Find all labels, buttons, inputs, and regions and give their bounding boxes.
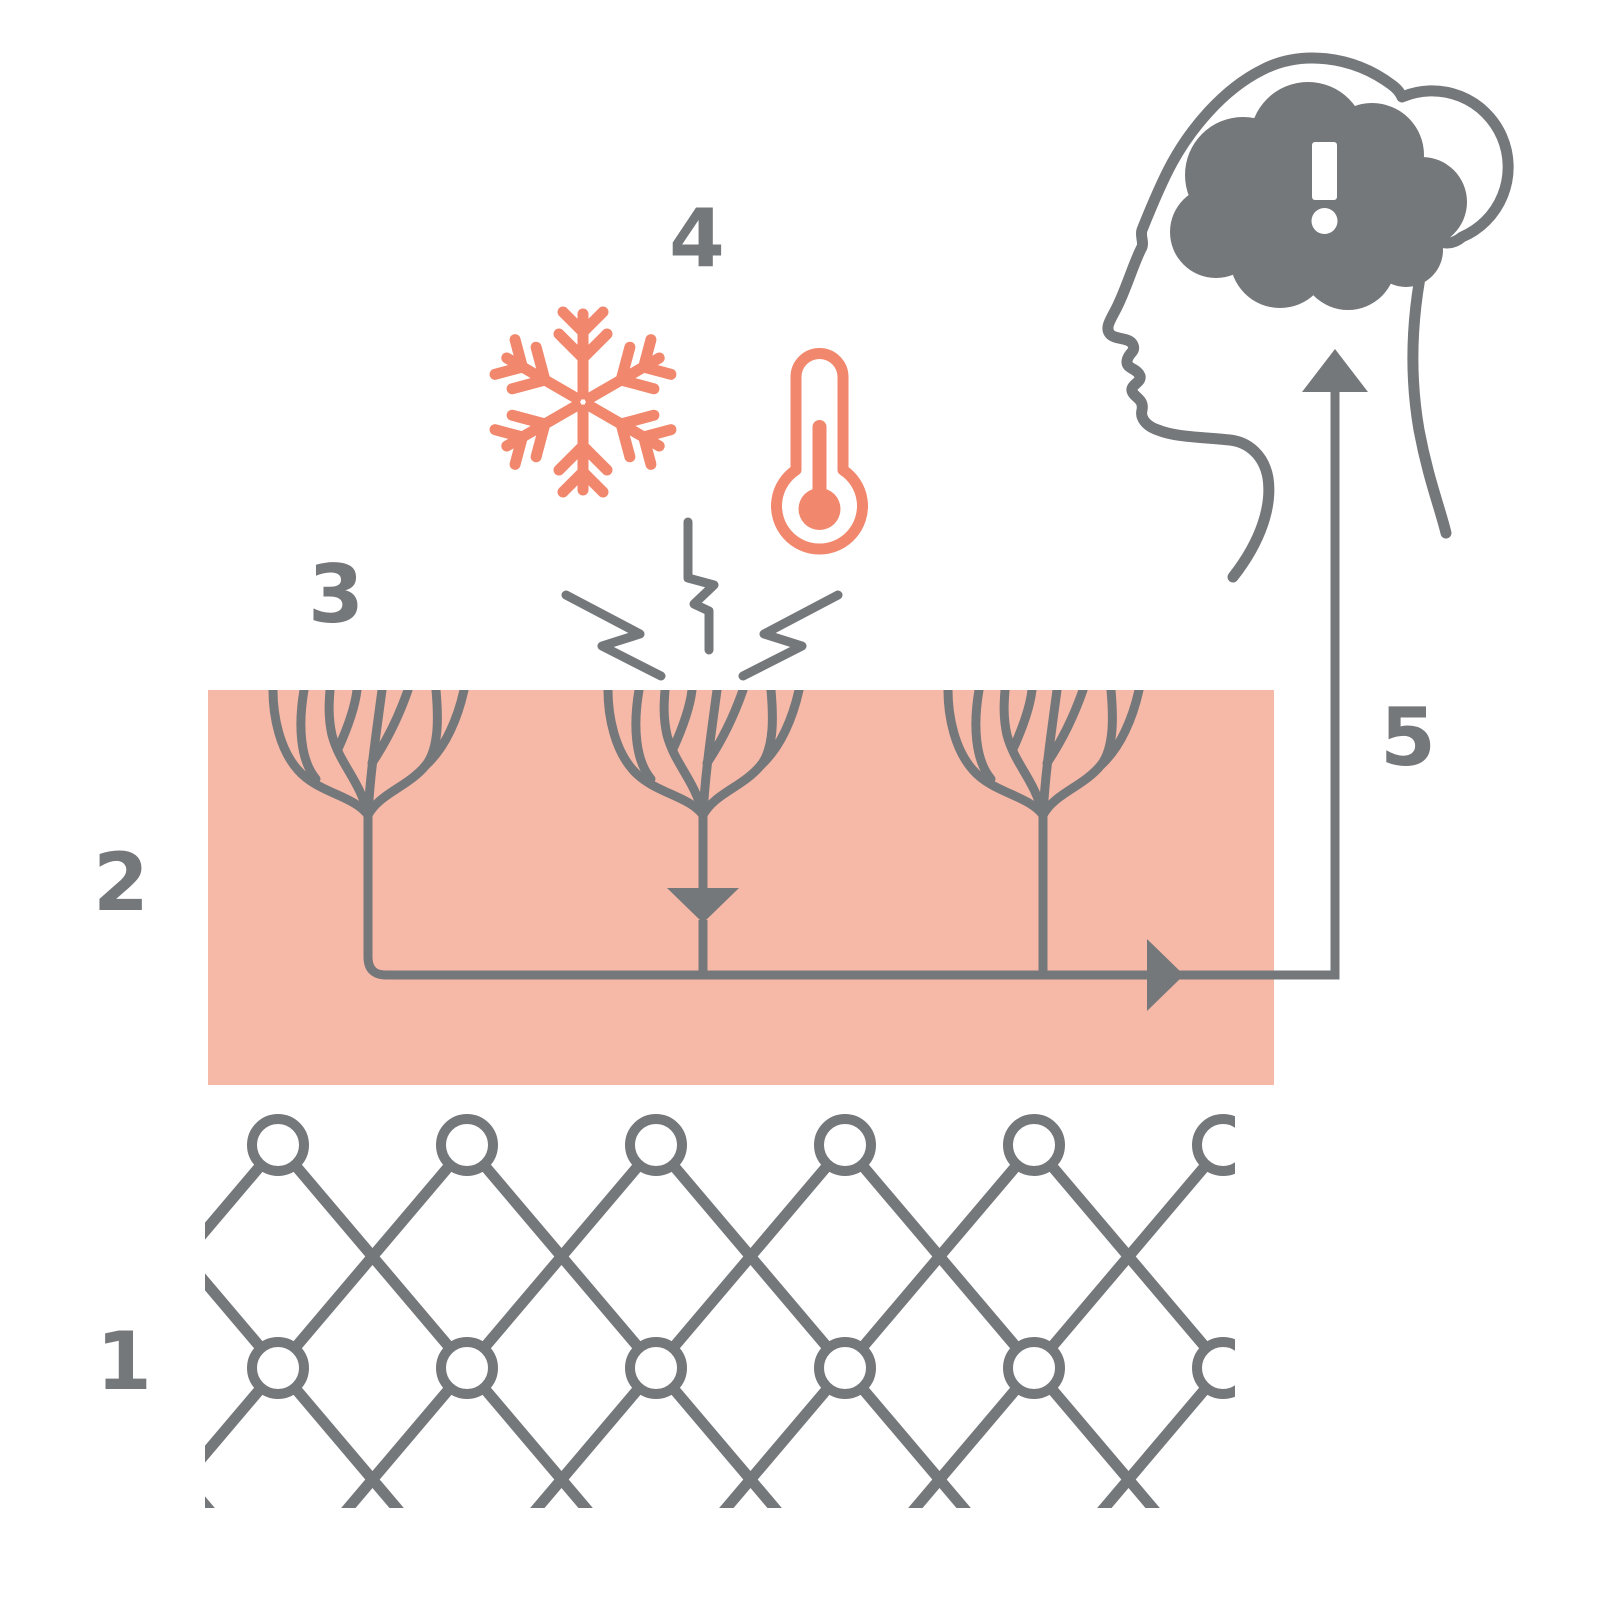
tissue-lattice — [205, 1114, 1235, 1508]
head-profile-icon — [1102, 52, 1514, 583]
snowflake-icon — [493, 312, 673, 492]
skin-layer-band — [208, 690, 1274, 1085]
exclamation-icon — [1311, 142, 1338, 234]
synapse-arrow-icon — [667, 888, 739, 923]
signal-arrow-right-icon — [1147, 939, 1184, 1011]
thermometer-icon — [771, 348, 868, 555]
step-label-1: 1 — [96, 1315, 152, 1408]
impact-zigzag-left-icon — [561, 590, 666, 681]
step-label-5: 5 — [1380, 691, 1436, 784]
step-label-3: 3 — [308, 548, 364, 641]
signal-path-icon — [363, 392, 1340, 980]
impact-burst-icon — [561, 517, 843, 681]
nerve-endings-group — [273, 690, 1139, 975]
lightning-bolt-icon — [683, 517, 719, 655]
signal-arrow-up-icon — [1302, 349, 1368, 392]
impact-zigzag-right-icon — [738, 590, 843, 681]
step-label-2: 2 — [93, 836, 149, 929]
brain-icon — [1170, 82, 1467, 310]
step-label-4: 4 — [669, 192, 725, 285]
